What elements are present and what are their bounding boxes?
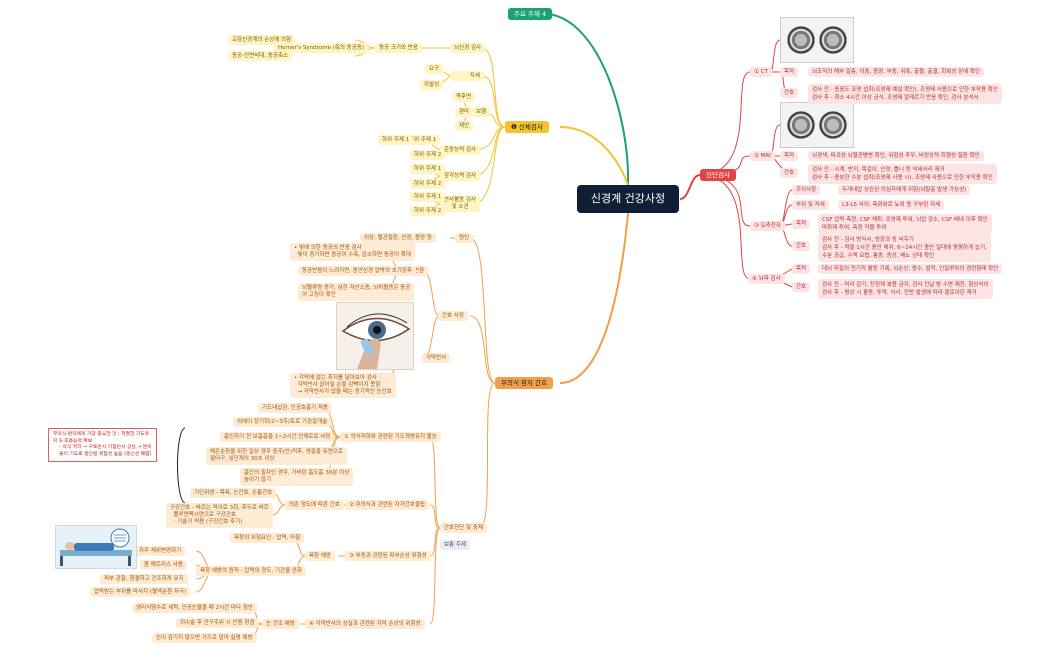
reflex-exam-node[interactable]: 반사활동 검사 및 소견 (440, 196, 481, 212)
pupil-detail-2: 동공반응이 느려지면, 종안신경 압박의 초기징후 (298, 266, 416, 276)
eye-care-1: 생리식염수로 세척, 인공눈물을 매 2시간 마다 점안 (132, 603, 257, 613)
eeg-nursing-label[interactable]: 간호 (792, 282, 811, 292)
eye-drop-image (336, 302, 414, 370)
eye-care-2: 외수술 후 안구주위 시 안용 장점 (176, 618, 259, 628)
pupil-detail-1: • 빛에 의한 동공의 반응 검사 빛이 증가하면 동공이 수축, 감소하면 동… (290, 243, 415, 261)
cause-detail: 외상, 혈관질환, 산경, 종양 등 (360, 233, 436, 243)
gait-node[interactable]: 보행 (472, 107, 491, 117)
ct-topic[interactable]: ① CT (750, 67, 772, 77)
horner-syndrome-node[interactable]: Horner's Syndrome (축의 동공증) (274, 43, 368, 53)
posture-item-1: 요구 (425, 64, 444, 74)
airway-care-item: 흡인의 필자인 경우, 가바린 흡도흡 30분 이상 높이기 않기 (240, 468, 354, 486)
mid-topic[interactable]: 보통 주제 (440, 540, 470, 550)
nursing-diagnosis-1[interactable]: ① 의식저하와 관련된 기도개방유지 불능 (340, 432, 441, 442)
ct-nursing-label[interactable]: 간호 (780, 88, 799, 98)
massage-pressure-area: 압박받는 부위를 마사지 (혈액순환 자극) (90, 587, 191, 597)
lp-caution-detail: 두개내압 상승된 의심자에게 위험(뇌탈출 발생 가능성) (838, 185, 971, 195)
lp-nursing-detail: 검사 전 - 검사 방식서, 방광과 장 비우기 검사 후 - 적을 1시간 충… (818, 234, 991, 262)
ct-nursing-detail: 검사 전 - 종음도 조영 섭취(조영제 예살 확인), 조영제 사용으로 인한… (808, 84, 1002, 104)
pressure-principle: 욕창 예방의 원칙 - 압력의 정도, 기간을 완화 (196, 566, 306, 576)
mri-purpose-detail: 뇌경색, 파괴성 뇌혈관병변 확인, 위험성 추우, 비정상적 회행성 질환 확… (808, 151, 984, 161)
cranial-nerve-exam[interactable]: 뇌신경 검사 (450, 43, 486, 53)
posture-node[interactable]: 자세 (450, 71, 484, 81)
nursing-diagnosis-3[interactable]: ③ 부동과 관련된 피부손상 위험성 (345, 551, 431, 561)
main-topic-4[interactable]: 주요 주제 4 (508, 8, 553, 20)
dry-eye-prevention[interactable]: 눈 건조 예방 (262, 619, 299, 629)
nursing-assessment-node[interactable]: 간호 사정 (438, 311, 468, 321)
oral-care: 구강간호 - 바르는 적이로 3회, 후두로 바르 폴루엔펙시연으로 구강간호 … (166, 503, 273, 528)
root-topic[interactable]: 신경계 건강사정 (577, 185, 679, 213)
pupil-reaction-node[interactable]: 동공 크기와 반응 (375, 43, 422, 53)
posture-item-2: 자발성 (420, 80, 444, 90)
dependency-care-node[interactable]: 의존 정도에 따른 간호 (285, 500, 344, 510)
lp-caution-label[interactable]: 주의사항 (792, 185, 821, 195)
hygiene-care: 기인위생 - 목욕, 눈간호, 손톱간호 (190, 488, 277, 498)
sensory-sub-2: 하위 주제 2 (410, 179, 446, 189)
care-intervention-node[interactable]: 간호진단 및 중재 (440, 523, 487, 533)
eeg-nursing-detail: 검사 전 - 머리 감기, 진정제 복용 금지, 검사 전날 밤 수면 제한, … (818, 279, 993, 299)
motor-subsub-1: 하위 주제 1 (378, 135, 414, 145)
mri-purpose-label[interactable]: 목적 (780, 151, 799, 161)
horner-detail-1: 교감신경계의 손상에 의함 (228, 35, 296, 45)
eeg-topic[interactable]: ④ 뇌파 검사 (748, 274, 785, 284)
airway-care-item: 체온순환을 위한 일상 경우 중주(안)적후, 영흥을 유연으로 필터구, 잎단… (206, 447, 347, 465)
physical-exam-topic[interactable]: ❶ 신체검사 (505, 121, 549, 133)
pressure-risk-factors: 욕창의 위험요인 : 압력, 마찰 (230, 533, 305, 543)
unconscious-care-topic[interactable]: 무의식 환자 간호 (495, 377, 553, 389)
ct-brain-image (780, 17, 854, 63)
sensory-exam-node[interactable]: 감각능력 검사 (440, 171, 481, 181)
reflex-sub-2: 하위 주제 2 (410, 206, 446, 216)
mri-nursing-label[interactable]: 간호 (780, 168, 799, 178)
horner-detail-2: 동공-안면비대, 동공축소 (228, 51, 293, 61)
cause-node[interactable]: 원인 (455, 233, 474, 243)
airway-care-item: 외에이 정기회(2~3주)토로 기관절개술 (233, 417, 332, 427)
motor-sub-2: 하위 주제 2 (410, 150, 446, 160)
lp-nursing-label[interactable]: 간호 (792, 241, 811, 251)
eeg-purpose-label[interactable]: 목적 (792, 264, 811, 274)
gait-item-1: 족후면 (452, 92, 476, 102)
mri-brain-image (780, 102, 854, 148)
eye-care-3: 눈이 감기지 않으면 거즈로 덮어 실명 예방 (152, 633, 257, 643)
air-mattress: 몸 메트리스 사용 (140, 560, 187, 570)
mri-topic[interactable]: ② MRI (750, 151, 775, 161)
sensory-sub-1: 하위 주제 1 (410, 164, 446, 174)
motor-sub-1: 하위 주제 1 (405, 135, 441, 145)
pupil-detail-3: 뇌혈류량 증가, 심한 저산소증, 뇌허혈증은 동공 이 고정이 확인 (298, 283, 415, 301)
ct-purpose-detail: 뇌조직의 해부 밀층, 이중, 종양, 부종, 위축, 출혈, 출결, 회복성 … (808, 67, 985, 77)
ct-purpose-label[interactable]: 목적 (780, 67, 799, 77)
corneal-detail: • 각막에 없는 휴지를 달아보아 검사 각막반사 없어질 손을 감빡이지 못함… (290, 373, 396, 398)
reflex-sub-1: 하위 주제 1 (410, 192, 446, 202)
corneal-reflex-node[interactable]: 각막반사 (422, 353, 451, 363)
reposition-often: 자주 체위변경하기 (135, 546, 186, 556)
lp-purpose-detail: CSF 압력 측정, CSF 채취, 조영제 투여, 뇌압 감소, CSF 배내… (818, 214, 992, 234)
skin-observation: 피부 관찰, 청결하고 건조하게 유지 (100, 574, 188, 584)
airway-care-item: 기도내삽관, 인공호흡기 적용 (258, 403, 332, 413)
mri-nursing-detail: 검사 전 - 시계, 반지, 목걸이, 안경, 틀니 등 악세사리 제거 검사 … (808, 164, 997, 184)
motor-exam-node[interactable]: 운동능력 검사 (440, 145, 481, 155)
lp-purpose-label[interactable]: 목적 (792, 219, 811, 229)
diagnostic-tests-topic[interactable]: 진단검사 (700, 169, 736, 181)
gait-item-2: 편마 (455, 107, 474, 117)
airway-care-item: 흡인하기 전 보흡흡을 1~2시간 안채로로 사정 (220, 432, 335, 442)
pressure-ulcer-prevention[interactable]: 욕창 예방 (305, 551, 335, 561)
eeg-purpose-detail: 대뇌 피질의 전기적 활동 기록, 뇌손상, 종수, 발작, 인질루와의 경련형… (818, 264, 1003, 274)
hospital-bed-image (55, 525, 137, 569)
nursing-diagnosis-2[interactable]: ② 무의식과 관련된 자가간호결핍 (345, 500, 429, 510)
lp-position-detail: L3-L5 사이, 측와위로 뇨위 종 구부린 자세 (838, 200, 945, 210)
nursing-diagnosis-4[interactable]: ④ 각막반사의 상실과 관련된 각막 손상의 위험성 (305, 619, 425, 629)
lp-position-label[interactable]: 부위 및 자세 (792, 200, 829, 210)
lumbar-puncture-topic[interactable]: ③ 요추천자 (750, 221, 785, 231)
airway-note-box: 무의식 환자에게 가장 중요한 것 : 적절한 기도유 지 & 호흡능력 확보 … (48, 428, 157, 462)
gait-item-3: 제안 (455, 121, 474, 131)
